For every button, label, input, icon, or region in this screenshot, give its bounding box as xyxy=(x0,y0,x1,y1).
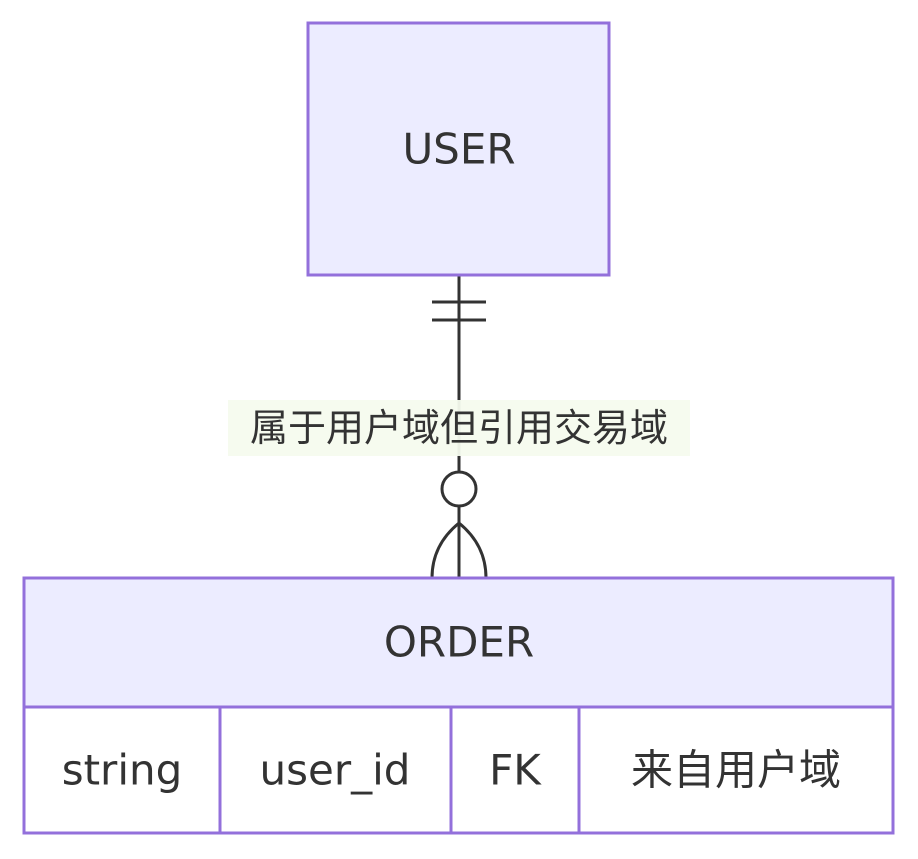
entity-order-title: ORDER xyxy=(384,618,534,667)
attr-comment: 来自用户域 xyxy=(631,746,841,795)
relationship-label: 属于用户域但引用交易域 xyxy=(228,400,690,456)
attribute-row: string user_id FK 来自用户域 xyxy=(22,705,895,835)
exactly-one-marker xyxy=(432,300,486,322)
attr-key-cell xyxy=(449,705,581,835)
zero-or-more-marker xyxy=(430,470,488,579)
entity-order[interactable]: ORDER string user_id FK 来自用户域 xyxy=(22,576,895,835)
attr-comment-cell xyxy=(577,705,895,835)
attr-type: string xyxy=(62,746,183,795)
relationship-label-text: 属于用户域但引用交易域 xyxy=(250,406,668,450)
entity-user[interactable]: USER xyxy=(306,21,611,277)
entity-user-box xyxy=(306,21,611,277)
relationship-label-bg xyxy=(228,400,690,456)
entity-user-title: USER xyxy=(402,125,515,174)
attr-name-cell xyxy=(218,705,453,835)
attr-name: user_id xyxy=(260,746,411,795)
entity-order-header xyxy=(22,576,895,709)
attr-key: FK xyxy=(489,746,542,795)
